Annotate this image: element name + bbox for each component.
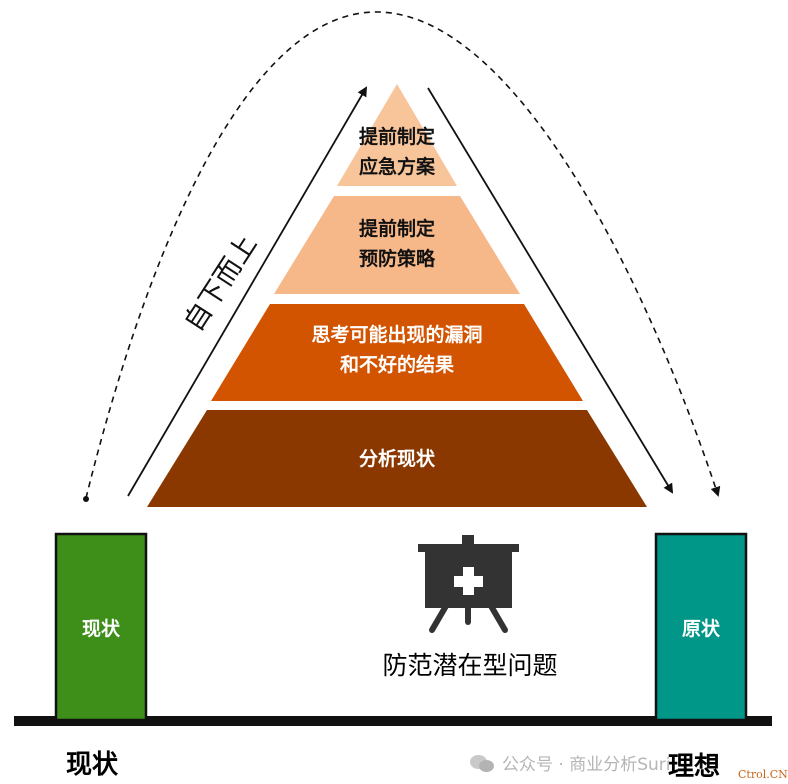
corner-stamp: Ctrol.CN [738, 768, 788, 781]
wechat-icon [470, 753, 496, 773]
right-pillar [654, 532, 748, 722]
presentation-board-plus-icon [418, 535, 519, 633]
pyramid-tier-third [211, 304, 583, 401]
pyramid-tier-second [274, 196, 520, 294]
right-down-arrow [427, 87, 674, 494]
right-pillar-label: 原状 [681, 618, 720, 640]
bottom-left-label: 现状 [66, 750, 119, 780]
tier-base-line-1: 分析现状 [359, 447, 436, 470]
left-up-arrow [127, 86, 368, 497]
watermark: 公众号 · 商业分析Suri [470, 750, 671, 775]
ground-line [14, 716, 772, 726]
side-direction-label: 自下而上 [178, 230, 263, 337]
dashed-arc-arrow [85, 11, 721, 499]
pyramid-tier-top [337, 84, 457, 186]
watermark-text: 公众号 · 商业分析Suri [502, 755, 671, 775]
tier-top-line-1: 提前制定 [359, 125, 435, 148]
tier-third-line-2: 和不好的结果 [340, 353, 454, 376]
tier-third-line-1: 思考可能出现的漏洞 [311, 323, 482, 346]
left-pillar-label: 现状 [81, 618, 120, 640]
center-caption: 防范潜在型问题 [382, 651, 558, 680]
tier-top-line-2: 应急方案 [359, 155, 436, 178]
bottom-right-label: 理想 [668, 752, 721, 782]
pyramid-tier-base [147, 410, 647, 507]
tier-second-line-1: 提前制定 [359, 217, 435, 240]
arc-start-dot [83, 496, 89, 502]
left-pillar [54, 532, 148, 722]
tier-second-line-2: 预防策略 [359, 247, 436, 270]
